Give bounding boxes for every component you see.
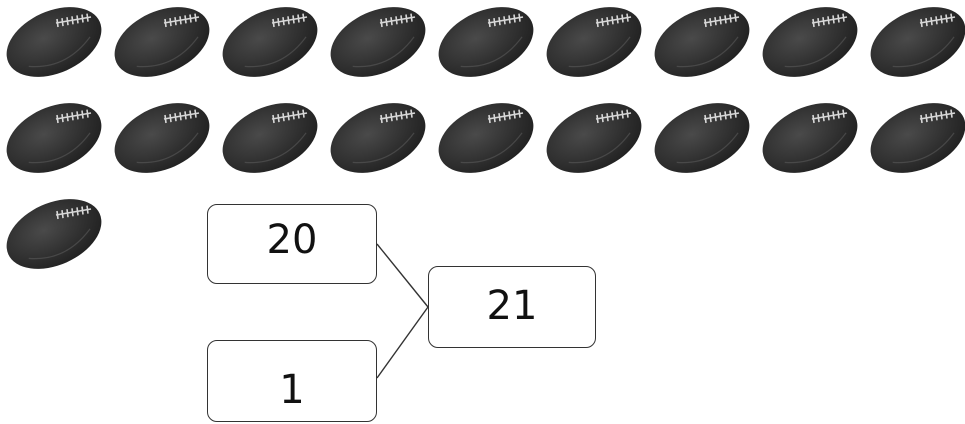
football-icon <box>654 103 750 173</box>
football-icon <box>6 7 102 77</box>
football-icon <box>438 7 534 77</box>
football-icon <box>114 103 210 173</box>
football-icon <box>6 103 102 173</box>
football-icon <box>762 7 858 77</box>
part-box-bottom: 1 <box>207 340 377 422</box>
part-top-value: 20 <box>266 217 318 263</box>
football-icon <box>546 103 642 173</box>
football-icon <box>546 7 642 77</box>
part-box-top: 20 <box>207 204 377 284</box>
football-icon <box>438 103 534 173</box>
connector-bottom-line <box>376 306 429 379</box>
whole-value: 21 <box>486 283 538 329</box>
football-icon <box>6 199 102 269</box>
football-icon <box>654 7 750 77</box>
football-icon <box>762 103 858 173</box>
football-icon <box>330 7 426 77</box>
football-icon <box>222 7 318 77</box>
football-icon <box>330 103 426 173</box>
football-icon <box>870 7 965 77</box>
football-icon <box>222 103 318 173</box>
football-group <box>6 7 965 269</box>
football-icon <box>870 103 965 173</box>
whole-box: 21 <box>428 266 596 348</box>
football-icon <box>114 7 210 77</box>
part-bottom-value: 1 <box>279 367 305 413</box>
